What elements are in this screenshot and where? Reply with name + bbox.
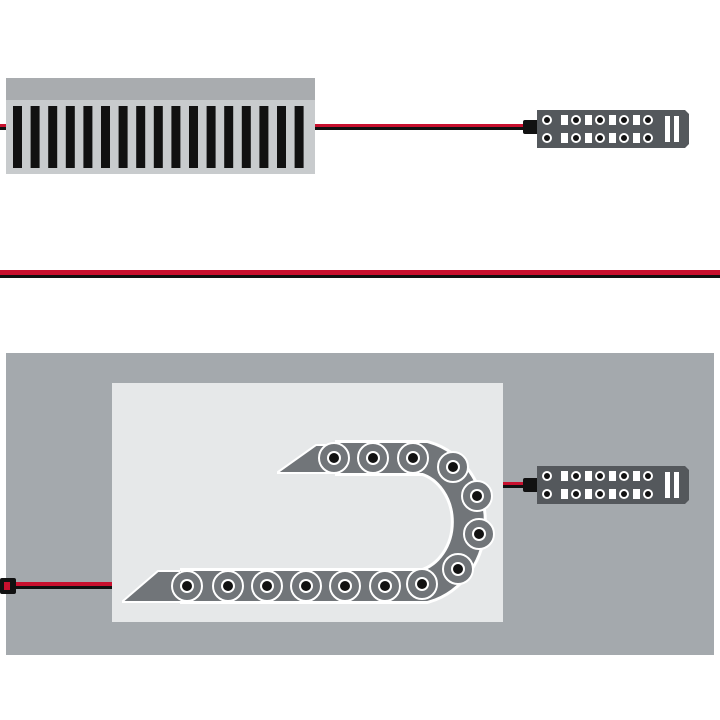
chain-pin [448, 462, 458, 472]
module-slot [241, 106, 251, 168]
module-slot [171, 106, 181, 168]
io-slot [585, 133, 592, 143]
io-port-pin [621, 473, 627, 479]
io-marker [665, 472, 670, 498]
module-slot [153, 106, 163, 168]
io-port-pin [621, 491, 627, 497]
middle-cable [0, 270, 720, 278]
io-port-pin [597, 473, 603, 479]
module-slot [101, 106, 110, 168]
chain-pin [368, 453, 378, 463]
module-slot [65, 106, 75, 168]
io-port-pin [645, 473, 651, 479]
module-slot [30, 106, 40, 168]
module-slot [277, 106, 286, 168]
io-slot [609, 115, 616, 125]
io-slot [633, 133, 640, 143]
io-slot [609, 489, 616, 499]
io-slot [609, 133, 616, 143]
io-port-pin [573, 473, 579, 479]
io-port-pin [573, 491, 579, 497]
chain-pin [453, 564, 463, 574]
io-port-pin [645, 135, 651, 141]
io-marker [674, 116, 679, 142]
chain-pin [329, 453, 339, 463]
io-port-pin [544, 135, 550, 141]
bottom-left-cable [0, 578, 112, 594]
io-distribution-box-icon [537, 466, 689, 504]
module-slot [294, 106, 304, 168]
io-marker [665, 116, 670, 142]
module-slot [189, 106, 198, 168]
bottom-cable-connector [523, 478, 539, 492]
module-top-bar [6, 78, 315, 100]
module-slot [83, 106, 93, 168]
top-cable [315, 124, 525, 130]
io-slot [561, 133, 568, 143]
chain-pin [474, 529, 484, 539]
io-slot [585, 471, 592, 481]
io-port-pin [597, 117, 603, 123]
io-port-pin [597, 491, 603, 497]
io-port-pin [544, 117, 550, 123]
module-slot [118, 106, 128, 168]
module-slot [224, 106, 234, 168]
io-slot [585, 489, 592, 499]
chain-pin [301, 581, 311, 591]
chain-pin [380, 581, 390, 591]
io-slot [561, 471, 568, 481]
module-slots [13, 106, 304, 168]
top-cable-connector [523, 120, 539, 134]
io-port-pin [544, 473, 550, 479]
module-slot [259, 106, 269, 168]
chain-pin [408, 453, 418, 463]
module-slot [136, 106, 146, 168]
io-slot [633, 489, 640, 499]
io-slot [561, 115, 568, 125]
chain-pin [262, 581, 272, 591]
bottom-right-cable [503, 482, 525, 488]
io-port-pin [621, 135, 627, 141]
io-port-pin [645, 117, 651, 123]
io-slot [561, 489, 568, 499]
io-slot [609, 471, 616, 481]
linear-module-icon [6, 78, 315, 174]
module-slot [206, 106, 216, 168]
chain-pin [340, 581, 350, 591]
cable-drag-chain-icon [122, 440, 495, 604]
io-port-pin [544, 491, 550, 497]
chain-pin [417, 579, 427, 589]
io-slot [633, 115, 640, 125]
io-port-pin [597, 135, 603, 141]
io-slot [633, 471, 640, 481]
chain-pin [223, 581, 233, 591]
chain-links [171, 442, 495, 602]
io-slot [585, 115, 592, 125]
io-port-pin [573, 135, 579, 141]
io-port-pin [645, 491, 651, 497]
io-marker [674, 472, 679, 498]
module-slot [13, 106, 22, 168]
module-slot [48, 106, 58, 168]
left-stub-cable [0, 124, 6, 130]
io-port-pin [573, 117, 579, 123]
chain-pin [182, 581, 192, 591]
io-port-pin [621, 117, 627, 123]
chain-pin [472, 491, 482, 501]
io-distribution-box-icon [537, 110, 689, 148]
